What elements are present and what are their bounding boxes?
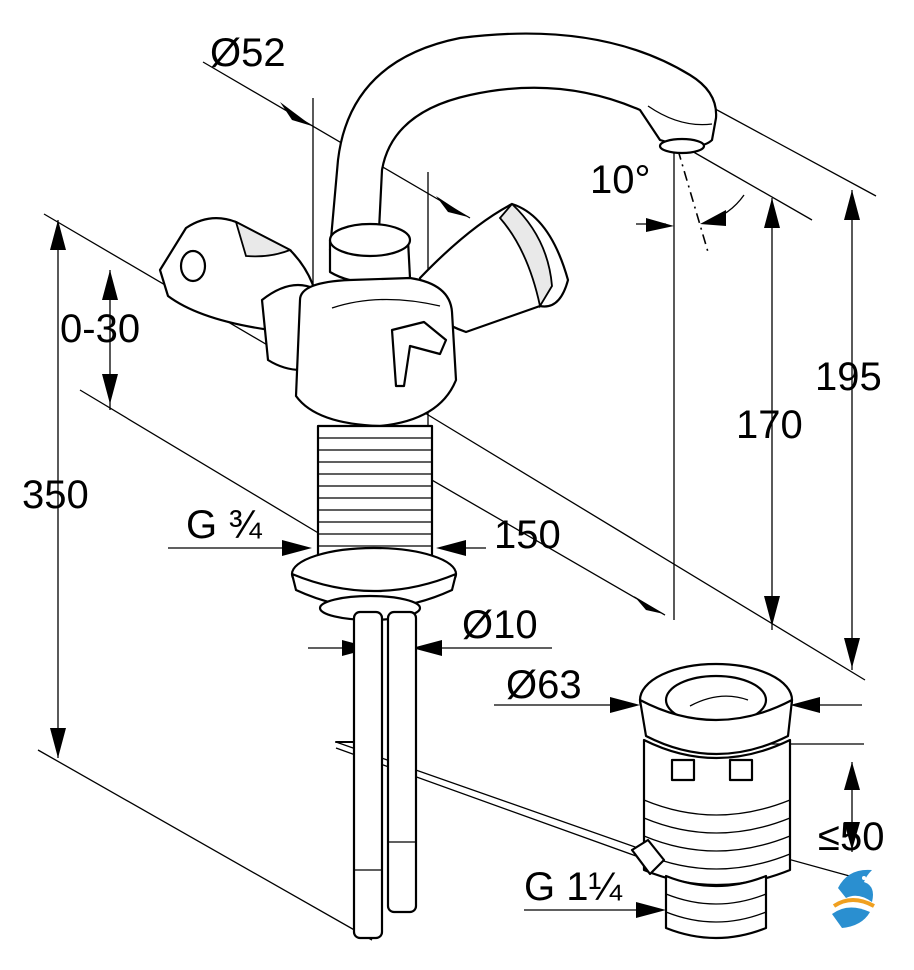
- shank-threads: [318, 437, 432, 559]
- label-d-waste: Ø63: [506, 663, 582, 707]
- label-thread-body: G ¾: [186, 503, 262, 547]
- dimension-labels: Ø52 10° 0-30 350 G ¾ 150 170 195 Ø10 Ø63…: [22, 31, 884, 909]
- supply-pipe-right: [386, 610, 418, 914]
- label-height-spout: 195: [815, 355, 882, 399]
- label-lever-travel: 0-30: [60, 307, 140, 351]
- label-thread-waste: G 1¼: [524, 865, 622, 909]
- dimension-lines: [37, 61, 877, 941]
- label-reach: 150: [494, 513, 561, 557]
- spout: [328, 32, 718, 252]
- label-d52: Ø52: [210, 31, 286, 75]
- popup-waste: [630, 662, 794, 940]
- waste-body: [642, 738, 792, 887]
- label-height-outlet: 170: [736, 403, 803, 447]
- dolphin-logo-icon: [832, 869, 875, 928]
- label-height-total: 350: [22, 473, 89, 517]
- waste-tail: [664, 874, 768, 940]
- label-angle: 10°: [590, 158, 651, 202]
- supply-pipe-left: [352, 610, 384, 940]
- label-waste-height: ≤50: [818, 815, 884, 859]
- mixer-body: [294, 276, 458, 428]
- faucet: [158, 32, 718, 940]
- label-d-rod: Ø10: [462, 603, 538, 647]
- popup-lever: [390, 320, 448, 388]
